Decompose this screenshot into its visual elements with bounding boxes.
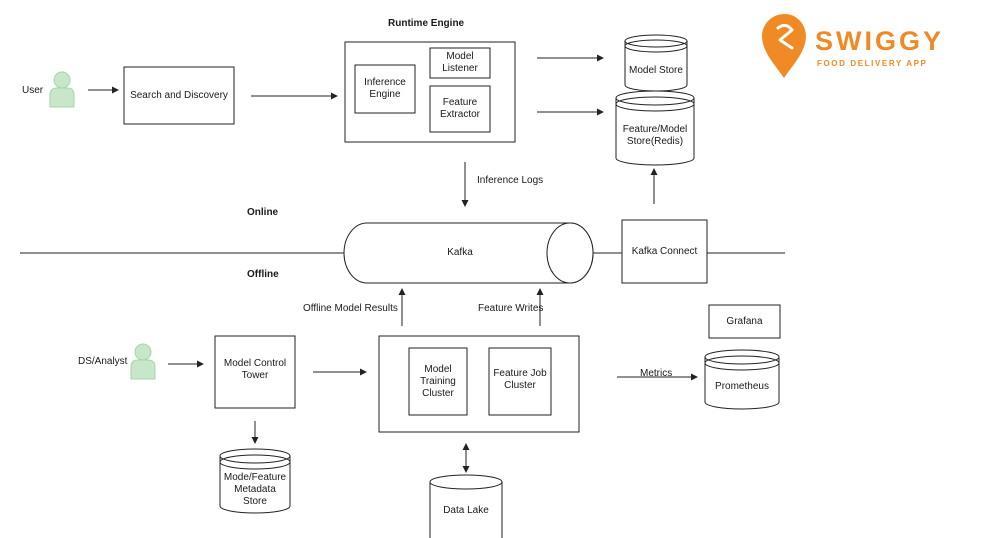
inference-engine-label: Inference Engine	[364, 77, 406, 100]
inference-logs-label: Inference Logs	[477, 175, 544, 186]
feature-model-store-label: Feature/Model Store(Redis)	[622, 124, 688, 147]
search-discovery-box	[123, 66, 235, 125]
offline-zone-label: Offline	[247, 269, 279, 280]
online-zone-label: Online	[247, 207, 279, 218]
runtime-engine-title: Runtime Engine	[388, 18, 465, 29]
metrics-label: Metrics	[640, 368, 673, 379]
analyst-label: DS/Analyst	[78, 356, 128, 367]
metadata-store-label: Mode/Feature Metadata Store	[223, 472, 287, 507]
feature-writes-label: Feature Writes	[478, 303, 544, 314]
kafka-label: Kafka	[447, 247, 473, 258]
data-lake-cylinder	[429, 474, 503, 538]
feature-extractor-label: Feature Extractor	[439, 97, 480, 120]
offline-results-label: Offline Model Results	[303, 303, 398, 314]
swiggy-logo-wordmark: SWIGGY	[815, 26, 945, 56]
kafka-connect-box	[621, 219, 708, 284]
model-store-cylinder	[624, 34, 688, 92]
model-control-tower-box	[214, 335, 296, 409]
grafana-box	[708, 304, 781, 339]
inference-engine-box	[354, 64, 416, 114]
user-label: User	[22, 85, 44, 96]
feature-job-cluster-box	[488, 347, 552, 416]
data-lake-label: Data Lake	[443, 505, 489, 516]
user-person-icon	[49, 71, 75, 108]
model-listener-label: Model Listener	[442, 51, 478, 74]
swiggy-logo-tagline: FOOD DELIVERY APP	[817, 59, 928, 68]
feature-extractor-box	[429, 85, 491, 133]
analyst-person-icon	[130, 343, 156, 380]
model-training-cluster-label: Model Training Cluster	[420, 363, 456, 399]
prometheus-label: Prometheus	[715, 381, 769, 392]
search-discovery-label: Search and Discovery	[130, 89, 228, 101]
model-listener-box	[429, 47, 491, 79]
swiggy-logo-icon	[762, 14, 806, 78]
metadata-store-cylinder	[219, 448, 291, 514]
model-training-cluster-box	[408, 347, 468, 416]
feature-job-cluster-label: Feature Job Cluster	[493, 368, 547, 391]
kafka-cylinder	[343, 222, 594, 284]
model-control-tower-label: Model Control Tower	[223, 358, 287, 381]
kafka-connect-label: Kafka Connect	[631, 245, 698, 257]
prometheus-cylinder	[704, 349, 780, 410]
model-store-label: Model Store	[629, 65, 683, 76]
grafana-label: Grafana	[726, 315, 763, 327]
feature-model-store-cylinder	[615, 90, 695, 166]
